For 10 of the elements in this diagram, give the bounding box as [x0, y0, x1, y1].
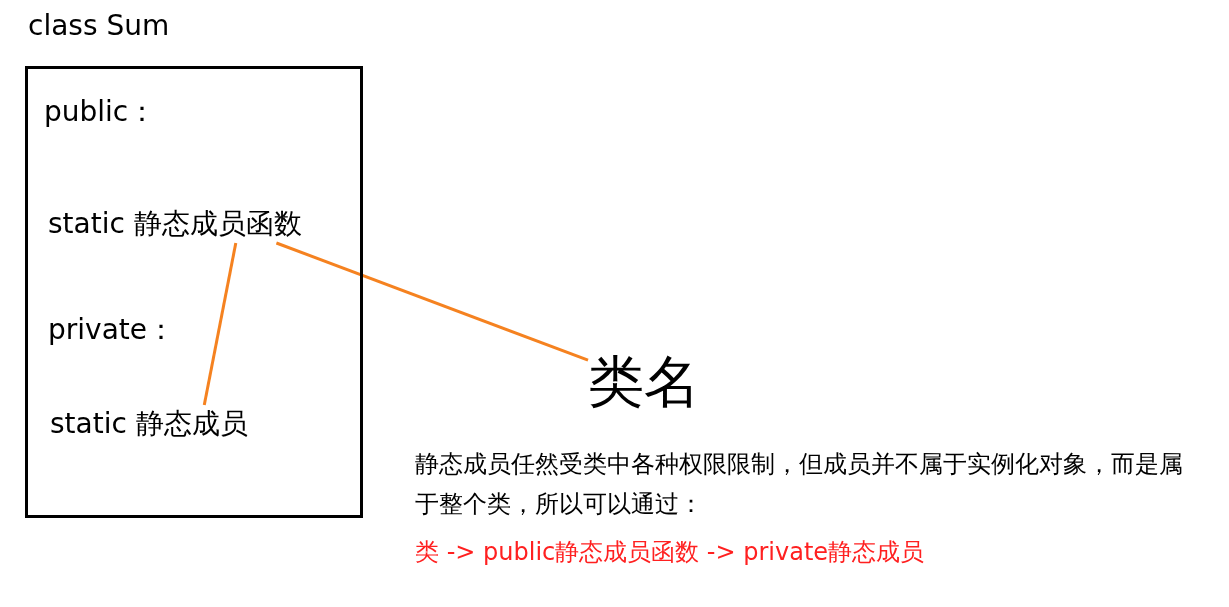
access-label: private： [48, 312, 175, 348]
explanation-text: 静态成员任然受类中各种权限限制，但成员并不属于实例化对象，而是属于整个类，所以可以通过： [415, 449, 1184, 520]
member-text: static 静态成员 [50, 405, 248, 443]
connector-line [275, 241, 589, 362]
class-name-text: 类名 [588, 345, 700, 421]
access-label: public： [44, 94, 157, 130]
member-text: static 静态成员函数 [48, 205, 302, 243]
access-path-note: 类 -> public静态成员函数 -> private静态成员 [415, 537, 926, 568]
connector-line [202, 242, 238, 406]
class-heading: class Sum [28, 9, 170, 42]
